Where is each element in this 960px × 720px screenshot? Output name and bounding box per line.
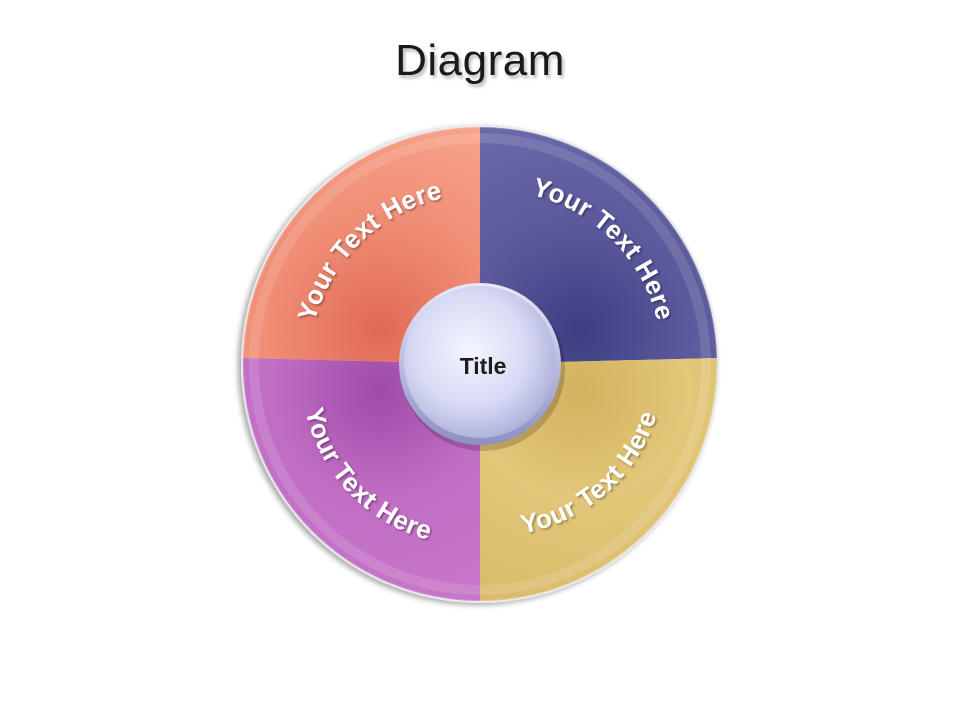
gloss-ring — [249, 133, 711, 595]
segment-top-right — [480, 126, 717, 364]
center-disc — [404, 286, 556, 438]
outer-edge — [242, 126, 718, 602]
center-title: Title — [460, 353, 507, 379]
segment-top-left — [243, 126, 480, 365]
slide-title: Diagram — [395, 36, 565, 85]
